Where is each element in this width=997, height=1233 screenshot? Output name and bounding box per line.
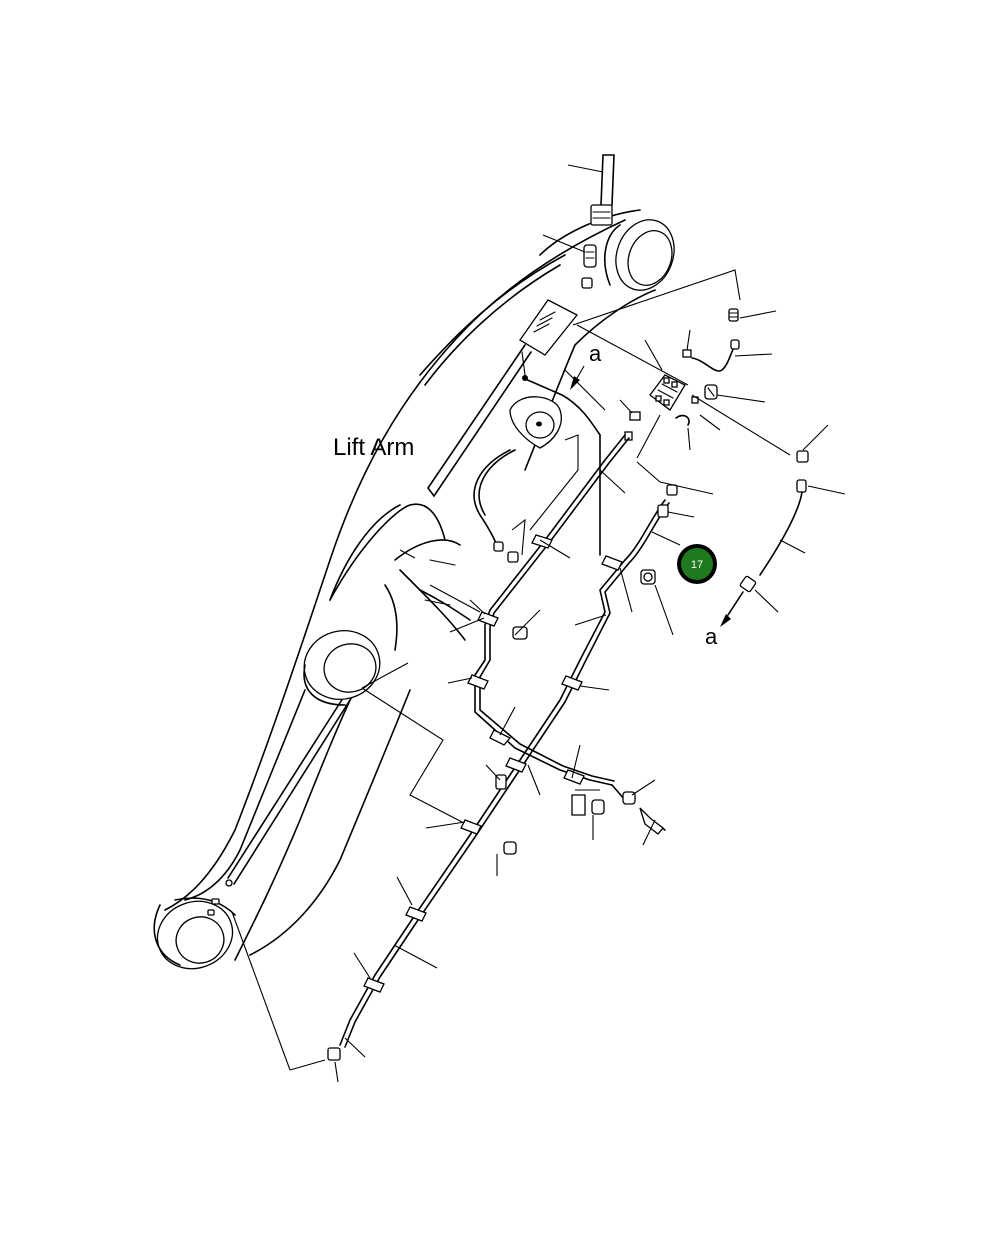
flex-hose-upper bbox=[691, 308, 740, 372]
lower-pivot-boss bbox=[153, 898, 234, 970]
hydraulic-lines bbox=[327, 377, 670, 1061]
callout-17[interactable]: 17 bbox=[677, 544, 717, 584]
bolts bbox=[495, 244, 678, 855]
reference-label-a-lower: a bbox=[705, 624, 718, 649]
right-hose-assembly bbox=[720, 450, 809, 627]
callout-17-badge bbox=[681, 548, 713, 580]
lift-arm-label: Lift Arm bbox=[333, 434, 414, 461]
tube-clamps bbox=[363, 534, 623, 993]
mounting-plate bbox=[519, 299, 579, 381]
reference-arrow-upper bbox=[570, 365, 585, 390]
upper-pin-boss bbox=[590, 154, 675, 291]
grease-reservoir bbox=[509, 396, 562, 449]
leader-lines bbox=[231, 164, 846, 1083]
callout-17-number: 17 bbox=[691, 559, 703, 571]
reference-label-a-upper: a bbox=[589, 341, 602, 366]
middle-pivot-boss bbox=[303, 630, 381, 706]
distribution-block bbox=[624, 349, 718, 441]
lift-arm-body bbox=[164, 209, 656, 961]
